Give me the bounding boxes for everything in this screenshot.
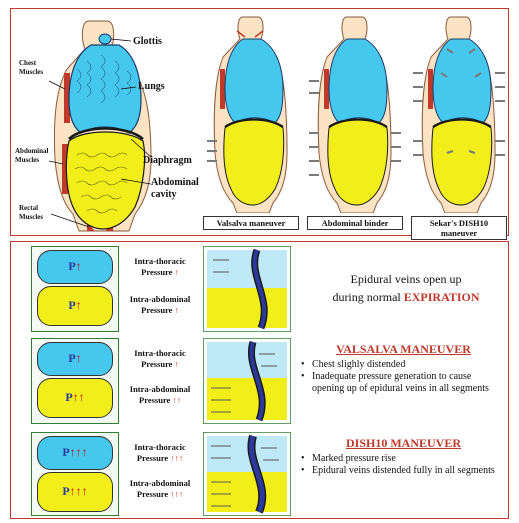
p-letter: P: [62, 445, 70, 459]
pressure-arrows: ↑: [174, 305, 179, 315]
p-letter: P: [65, 390, 73, 404]
label-rectal-muscles: Rectal Muscles: [19, 204, 44, 221]
p-arrows: ↑: [75, 298, 82, 312]
caption-abdominal-binder: Abdominal binder: [307, 216, 403, 230]
row1-description: Epidural veins open up during normal EXP…: [311, 270, 501, 306]
row3-description: DISH10 MANEUVER Marked pressure rise Epi…: [301, 436, 506, 477]
abdominal-chamber: P↑↑: [37, 378, 113, 418]
glottis-shape: [98, 33, 112, 45]
abdomen-shape: [65, 131, 146, 230]
dish10-figure: [413, 16, 505, 213]
row2-description: VALSALVA MANEUVER Chest slighly distende…: [301, 342, 506, 395]
label-diaphragm: Diaphragm: [143, 155, 192, 166]
row3-bullets: Marked pressure rise Epidural veins dist…: [301, 453, 506, 477]
label-abdominal-muscles: Abdominal Muscles: [15, 147, 49, 164]
thoracic-label: Intra-thoracic: [134, 348, 186, 358]
diaphragm-line: [68, 127, 144, 140]
abdominal-label: Intra-abdominal: [129, 384, 191, 394]
row3-heading: DISH10 MANEUVER: [345, 436, 461, 450]
spine-diagram-row2: [203, 338, 291, 424]
thoracic-chamber: P↑: [37, 250, 113, 284]
p-arrows: ↑↑↑: [69, 445, 88, 459]
p-letter: P: [68, 351, 76, 365]
pressure-word: Pressure: [141, 267, 173, 277]
abdominal-chamber: P↑↑↑: [37, 472, 113, 512]
row2-bullet-1: Chest slighly distended: [301, 359, 506, 371]
chest-muscle-band: [64, 73, 70, 123]
p-arrows: ↑: [75, 259, 82, 273]
thoracic-chamber: P↑↑↑: [37, 436, 113, 470]
thoracic-label: Intra-thoracic: [134, 256, 186, 266]
pressure-word: Pressure: [139, 395, 171, 405]
row2-heading: VALSALVA MANEUVER: [336, 342, 471, 356]
caption-dish10: Sekar's DISH10 maneuver: [411, 216, 507, 240]
pressure-word: Pressure: [141, 305, 173, 315]
pressure-word: Pressure: [136, 453, 169, 463]
abdominal-label: Intra-abdominal: [129, 478, 191, 488]
row1-line2-highlight: EXPIRATION: [403, 290, 480, 304]
p-arrows: ↑: [75, 351, 82, 365]
valsalva-figure: [207, 16, 288, 213]
pressure-arrows: ↑↑↑: [170, 489, 184, 499]
p-arrows: ↑↑↑: [69, 484, 88, 498]
row2-bullets: Chest slighly distended Inadequate press…: [301, 359, 506, 395]
p-arrows: ↑↑: [72, 390, 85, 404]
row3-bullet-1: Marked pressure rise: [301, 453, 506, 465]
pressure-word: Pressure: [141, 359, 173, 369]
top-panel: Chest Muscles Abdominal Muscles Rectal M…: [10, 8, 509, 240]
row1-line2-prefix: during normal: [332, 290, 401, 304]
label-glottis: Glottis: [133, 36, 162, 47]
thoracic-chamber: P↑: [37, 342, 113, 376]
p-letter: P: [68, 298, 76, 312]
p-letter: P: [68, 259, 76, 273]
pressure-arrows: ↑: [174, 359, 179, 369]
row3-bullet-2: Epidural veins distended fully in all se…: [301, 465, 506, 477]
thoracic-label: Intra-thoracic: [134, 442, 186, 452]
pressure-arrows: ↑↑: [172, 395, 181, 405]
p-letter: P: [62, 484, 70, 498]
label-lungs: Lungs: [138, 81, 165, 92]
abdominal-binder-figure: [309, 16, 401, 213]
pressure-arrows: ↑↑↑: [170, 453, 184, 463]
caption-valsalva: Valsalva maneuver: [203, 216, 299, 230]
row1-line1: Epidural veins open up: [350, 272, 462, 286]
label-chest-muscles: Chest Muscles: [19, 59, 44, 76]
main-torso-diagram: [48, 20, 152, 232]
pressure-word: Pressure: [136, 489, 169, 499]
rectal-muscle: [87, 223, 113, 231]
lung-shape: [68, 44, 142, 134]
spine-diagram-row3: [203, 432, 291, 516]
label-abdominal-cavity: Abdominal cavity: [151, 177, 199, 200]
abdominal-muscle-band: [62, 144, 68, 194]
abdominal-chamber: P↑: [37, 286, 113, 326]
abdominal-label: Intra-abdominal: [129, 294, 191, 304]
pressure-arrows: ↑: [174, 267, 179, 277]
spine-diagram-row1: [203, 246, 291, 332]
row2-bullet-2: Inadequate pressure generation to cause …: [301, 371, 506, 395]
